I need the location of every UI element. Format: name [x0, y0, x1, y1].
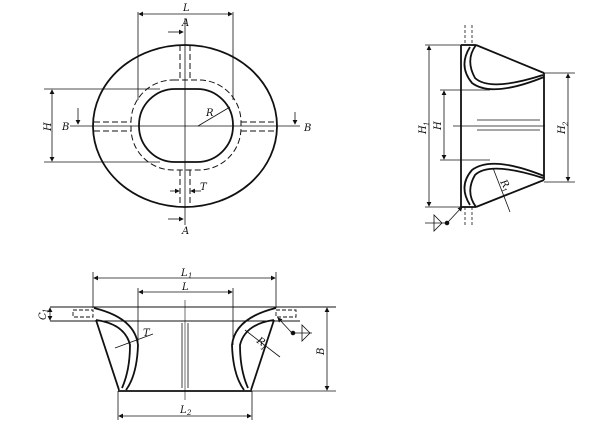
label-l: L	[182, 3, 190, 14]
label-section-b-left: B	[61, 122, 69, 133]
label-l2: L	[179, 405, 187, 416]
side-view-labels: H 1 H H 2 R 1	[418, 121, 570, 194]
label-l: L	[181, 282, 189, 293]
side-view	[425, 25, 575, 232]
top-view	[44, 11, 300, 225]
front-view-labels: L 1 L L 2 C 1 T R 1 B	[38, 268, 327, 417]
label-l1: L	[180, 268, 188, 279]
label-c1-sub: 1	[42, 309, 50, 313]
top-view-labels: L A A B B R T H	[43, 3, 311, 237]
label-b: B	[316, 348, 327, 356]
front-view	[47, 272, 336, 420]
label-l2-sub: 2	[186, 409, 192, 417]
label-h: H	[43, 122, 54, 132]
label-section-a-top: A	[181, 18, 189, 29]
label-h2: H	[557, 125, 568, 135]
label-h: H	[433, 121, 444, 131]
label-r1-sub: 1	[259, 344, 267, 353]
label-section-a-bottom: A	[181, 226, 189, 237]
label-t: T	[200, 182, 208, 193]
label-h1-sub: 1	[423, 122, 431, 126]
label-r1-sub: 1	[499, 187, 508, 195]
label-l1-sub: 1	[188, 272, 192, 280]
label-h1: H	[418, 125, 429, 135]
label-section-b-right: B	[303, 123, 311, 134]
label-r: R	[205, 108, 214, 119]
label-h2-sub: 2	[562, 121, 570, 127]
label-t: T	[143, 328, 151, 339]
label-c1: C	[38, 312, 49, 320]
